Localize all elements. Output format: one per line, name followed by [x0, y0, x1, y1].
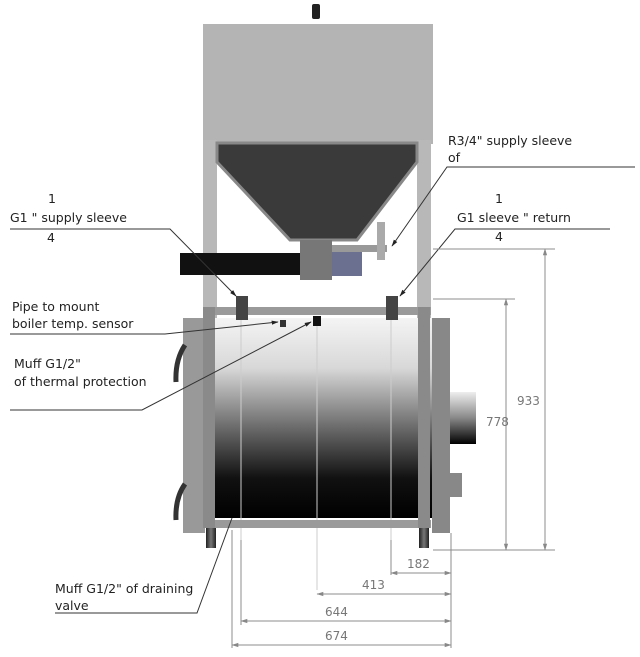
frame-post-right	[418, 307, 430, 528]
sensor-probe	[377, 222, 385, 260]
hopper-panel	[203, 24, 433, 144]
g1-supply-denominator: 4	[47, 230, 55, 245]
r34-supply-label-line2: of	[448, 150, 461, 165]
g1-return-numerator: 1	[495, 191, 503, 206]
supply-sleeve	[236, 296, 248, 320]
dim-933: 933	[517, 394, 540, 408]
door-handle-bottom	[173, 482, 188, 521]
auger-housing	[300, 240, 332, 280]
frame-upright-left	[203, 140, 217, 318]
draining-valve-label-line1: Muff G1/2" of draining	[55, 581, 193, 596]
dim-674: 674	[325, 629, 348, 643]
thermal-protection-muff	[313, 316, 321, 326]
boiler-side-right	[432, 318, 450, 533]
leader-draining-valve	[55, 517, 233, 614]
leader-thermal-protection	[10, 321, 312, 411]
frame-top-rail	[203, 307, 431, 315]
return-sleeve	[386, 296, 398, 320]
g1-supply-label: G1 " supply sleeve	[10, 210, 127, 225]
r34-supply-label-line1: R3/4" supply sleeve	[448, 133, 572, 148]
thermal-protection-label-line1: Muff G1/2"	[14, 356, 81, 371]
temp-sensor-label-line1: Pipe to mount	[12, 299, 100, 314]
leader-temp-sensor	[10, 320, 279, 335]
dim-778: 778	[486, 415, 509, 429]
boiler-drum	[210, 318, 432, 518]
hopper-lid-handle	[312, 4, 320, 19]
fuel-hopper	[215, 141, 419, 242]
boiler-door-left	[183, 318, 205, 533]
dimension-lines	[231, 248, 555, 648]
dim-413: 413	[362, 578, 385, 592]
frame-bottom-rail	[203, 520, 431, 528]
door-handle-top	[173, 343, 188, 383]
frame-post-left	[203, 307, 215, 528]
dim-644: 644	[325, 605, 348, 619]
g1-return-denominator: 4	[495, 229, 503, 244]
flue-outlet	[450, 392, 476, 444]
leader-g1-return	[399, 228, 610, 297]
auger-motor	[332, 252, 362, 276]
auger-pipe	[180, 253, 300, 275]
dim-182: 182	[407, 557, 430, 571]
frame-upright-right	[417, 140, 431, 318]
g1-return-label: G1 sleeve " return	[457, 210, 571, 225]
leg-left	[206, 528, 216, 548]
leg-right	[419, 528, 429, 548]
draining-valve-label-line2: valve	[55, 598, 89, 613]
thermal-protection-label-line2: of thermal protection	[14, 374, 147, 389]
side-fitting	[450, 473, 462, 497]
supply-sleeve-pipe	[332, 245, 387, 252]
leader-g1-supply	[10, 228, 237, 297]
temp-sensor-pipe	[280, 320, 286, 327]
temp-sensor-label-line2: boiler temp. sensor	[12, 316, 134, 331]
leader-r34-supply	[391, 166, 635, 247]
g1-supply-numerator: 1	[48, 191, 56, 206]
